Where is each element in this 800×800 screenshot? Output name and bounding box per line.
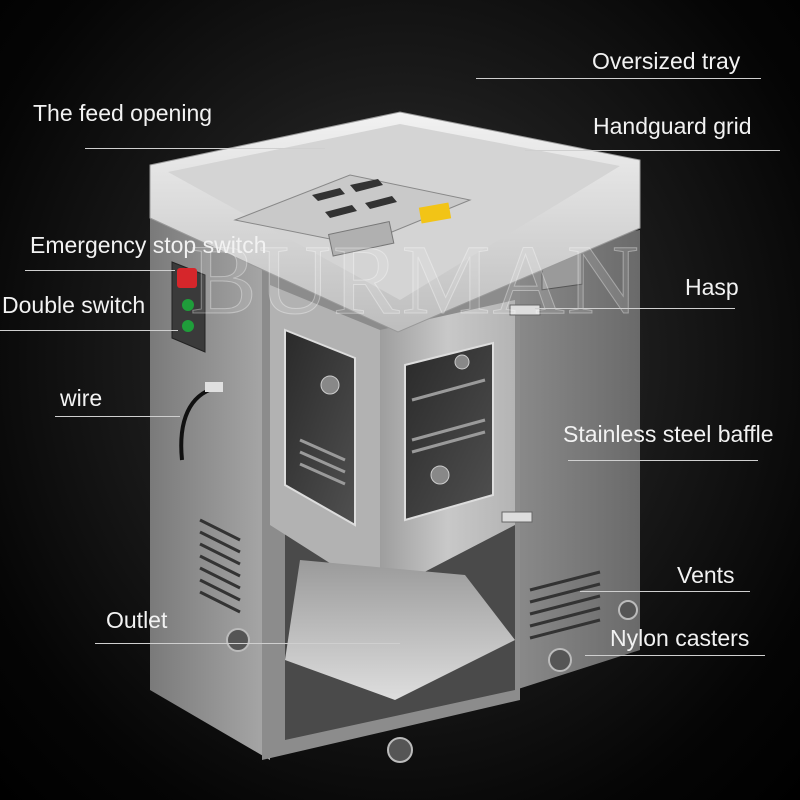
callout-line-emergency-stop bbox=[25, 270, 175, 271]
nylon-casters bbox=[226, 600, 638, 763]
label-emergency-stop: Emergency stop switch bbox=[30, 232, 267, 258]
cord-gland bbox=[205, 382, 223, 392]
roller-bolt bbox=[454, 354, 470, 370]
callout-line-wire bbox=[55, 416, 180, 417]
label-nylon-casters: Nylon casters bbox=[610, 625, 750, 651]
roller-bolt bbox=[430, 465, 450, 485]
green-switch-button bbox=[182, 320, 194, 332]
left-vents bbox=[199, 518, 241, 614]
callout-line-feed-opening bbox=[85, 148, 325, 149]
warning-sticker bbox=[418, 202, 452, 224]
hasp-upper bbox=[509, 304, 541, 316]
label-feed-opening: The feed opening bbox=[33, 100, 213, 126]
right-vents bbox=[529, 570, 601, 640]
label-wire: wire bbox=[60, 385, 103, 411]
label-outlet: Outlet bbox=[106, 607, 168, 633]
label-double-switch: Double switch bbox=[2, 292, 146, 318]
label-handguard-grid: Handguard grid bbox=[593, 113, 752, 139]
left-window bbox=[284, 328, 356, 527]
outlet-chute bbox=[285, 560, 515, 700]
callout-line-double-switch bbox=[0, 330, 178, 331]
callout-line-hasp bbox=[535, 308, 735, 309]
blade-rollers bbox=[299, 378, 486, 486]
callout-line-nylon-casters bbox=[585, 655, 765, 656]
watermark-text: BURMAN bbox=[190, 224, 641, 336]
green-switch-button bbox=[182, 299, 194, 311]
callout-line-outlet bbox=[95, 643, 400, 644]
front-window bbox=[404, 341, 494, 522]
callout-line-handguard-grid bbox=[525, 150, 780, 151]
label-vents: Vents bbox=[677, 562, 735, 588]
callout-line-stainless-baffle bbox=[568, 460, 758, 461]
callout-line-oversized-tray bbox=[476, 78, 761, 79]
label-oversized-tray: Oversized tray bbox=[592, 48, 741, 74]
handguard-grid bbox=[312, 179, 397, 218]
emergency-stop-button bbox=[177, 268, 197, 288]
handguard-cover bbox=[327, 220, 395, 257]
label-stainless-baffle: Stainless steel baffle bbox=[563, 421, 774, 447]
callout-line-vents bbox=[580, 591, 750, 592]
roller-bolt bbox=[320, 375, 340, 395]
hasp-lower bbox=[501, 511, 533, 523]
label-hasp: Hasp bbox=[685, 274, 739, 300]
